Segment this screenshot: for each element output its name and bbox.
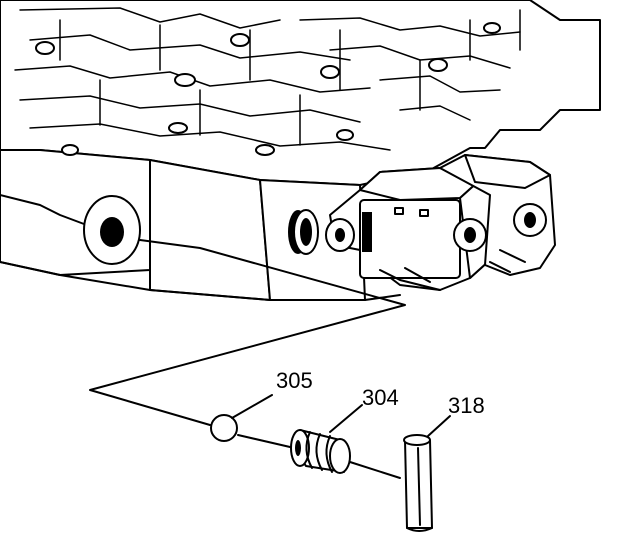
plug-part: [290, 404, 363, 474]
valve-body-channels: [14, 7, 521, 151]
callout-check-ball: 305: [276, 368, 313, 393]
bore-center-line: [89, 239, 406, 426]
valve-body-ledge: [0, 194, 401, 301]
exploded-view-lines: [89, 239, 406, 479]
port-opening: [300, 218, 312, 246]
solenoid-rear: [439, 154, 556, 276]
pin-axis-line: [349, 461, 401, 479]
plug-axis-line: [237, 434, 291, 448]
valve-body-bolt-holes: [35, 22, 501, 156]
pin-part: [403, 415, 451, 532]
valve-body-center-face: [149, 159, 271, 301]
valve-body: [0, 0, 601, 301]
plug-leader: [329, 404, 363, 433]
check-ball: [210, 414, 238, 442]
callout-pin: 318: [448, 393, 485, 418]
callout-plug: 304: [362, 385, 399, 410]
pin-leader: [427, 415, 451, 437]
check-ball-leader: [231, 394, 273, 419]
check-ball-part: [210, 394, 273, 442]
bore-opening: [100, 217, 124, 247]
